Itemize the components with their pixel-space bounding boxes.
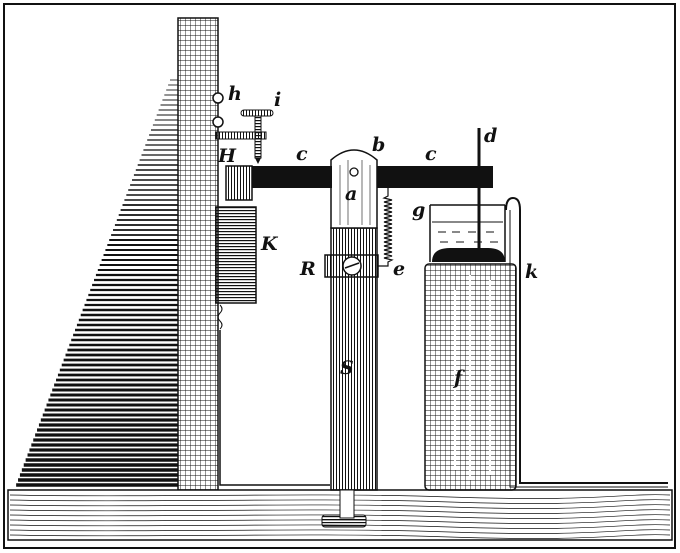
coil-wire [217,304,223,330]
tube-k [505,196,668,484]
label-S: S [340,357,354,379]
label-H: H [217,145,237,167]
label-e: e [393,258,405,280]
bracket-H [212,92,267,140]
label-b: b [372,134,385,156]
coil-K [215,206,257,304]
label-k: k [525,261,538,283]
label-i: i [274,89,281,111]
label-K: K [260,233,279,255]
label-R: R [299,258,316,280]
label-d: d [484,125,497,147]
label-a: a [345,183,357,205]
cup-g [429,204,506,262]
adjusting-screw-i [240,109,274,164]
label-c-left: c [296,143,308,165]
collar-R [324,254,379,278]
cylinder-f [424,263,517,491]
frame-border [3,3,676,549]
label-g: g [412,199,425,221]
wall-plank [177,17,219,491]
spring-e [378,188,394,267]
wire-left [219,330,330,486]
beam-c [225,165,493,201]
label-f: f [452,367,465,389]
tube-k-inner [509,210,668,488]
label-c-right: c [425,143,437,165]
label-h: h [228,83,242,105]
wall-shading [16,79,178,487]
pillar-S [321,149,378,528]
